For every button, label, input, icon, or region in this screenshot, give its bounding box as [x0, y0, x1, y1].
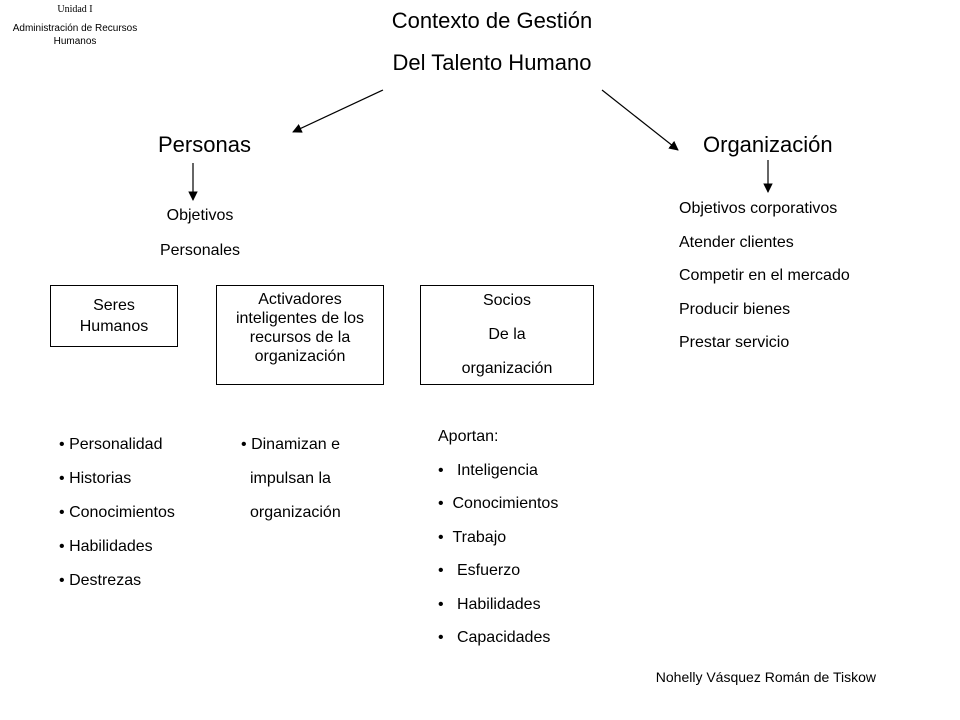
corporate-objective: Producir bienes: [679, 300, 791, 318]
title-line-2: Del Talento Humano: [392, 50, 592, 75]
trait-item: • Destrezas: [59, 572, 142, 589]
activators-note-line-1: • Dinamizan e: [241, 436, 340, 453]
contribution-item: • Conocimientos: [438, 495, 559, 512]
organizacion-label: Organización: [703, 132, 833, 157]
bullet: •: [59, 436, 65, 453]
bullet: •: [59, 538, 65, 555]
bullet: •: [241, 436, 247, 453]
unit-label: Unidad I: [57, 4, 93, 15]
activators-note: • Dinamizan e impulsan la organización: [241, 436, 391, 538]
activators-note-line-2: impulsan la: [250, 470, 331, 487]
bullet: •: [438, 629, 444, 646]
contribution-item: • Trabajo: [438, 528, 507, 546]
box-socios-line-1: Socios: [482, 292, 532, 309]
bullet: •: [438, 562, 444, 579]
bullet: •: [438, 528, 444, 546]
course-label: Administración de Recursos Humanos: [12, 23, 138, 47]
bullet: •: [438, 461, 444, 479]
box-socios-line-2: De la: [488, 326, 526, 343]
box-seres-humanos-text: Seres Humanos: [79, 297, 149, 335]
box-socios: Socios De la organización: [420, 285, 594, 385]
corporate-objectives-list: Objetivos corporativos Atender clientes …: [679, 200, 949, 368]
traits-list: • Personalidad • Historias • Conocimient…: [59, 436, 229, 606]
corporate-objective: Objetivos corporativos: [679, 200, 838, 217]
contributions-heading: Aportan:: [438, 428, 499, 445]
bullet: •: [59, 470, 65, 487]
trait-item: • Habilidades: [59, 538, 153, 555]
title-line-1: Contexto de Gestión: [391, 8, 593, 33]
corporate-objective: Atender clientes: [679, 233, 794, 251]
contribution-item: • Inteligencia: [438, 461, 538, 479]
corporate-objective: Prestar servicio: [679, 334, 790, 351]
contribution-item: • Esfuerzo: [438, 562, 521, 579]
author-credit: Nohelly Vásquez Román de Tiskow: [655, 669, 876, 685]
corporate-objective: Competir en el mercado: [679, 267, 850, 284]
personal-objectives-line-1: Objetivos: [166, 207, 234, 224]
contribution-item: • Capacidades: [438, 629, 551, 646]
contributions-list: Aportan: • Inteligencia • Conocimientos …: [438, 428, 618, 663]
box-socios-line-3: organización: [461, 360, 553, 377]
arrow-to-organizacion: [601, 89, 679, 151]
box-seres-humanos: Seres Humanos: [50, 285, 178, 347]
bullet: •: [438, 495, 444, 512]
activators-note-line-3: organización: [250, 504, 341, 521]
personal-objectives-line-2: Personales: [159, 242, 241, 259]
bullet: •: [59, 572, 65, 589]
bullet: •: [438, 595, 444, 613]
bullet: •: [59, 504, 65, 521]
personas-label: Personas: [158, 132, 251, 157]
trait-item: • Personalidad: [59, 436, 163, 453]
arrow-to-personas: [292, 89, 384, 133]
box-activadores: Activadores inteligentes de los recursos…: [216, 285, 384, 385]
trait-item: • Conocimientos: [59, 504, 175, 521]
box-activadores-text: Activadores inteligentes de los recursos…: [235, 291, 365, 365]
trait-item: • Historias: [59, 470, 132, 487]
contribution-item: • Habilidades: [438, 595, 541, 613]
